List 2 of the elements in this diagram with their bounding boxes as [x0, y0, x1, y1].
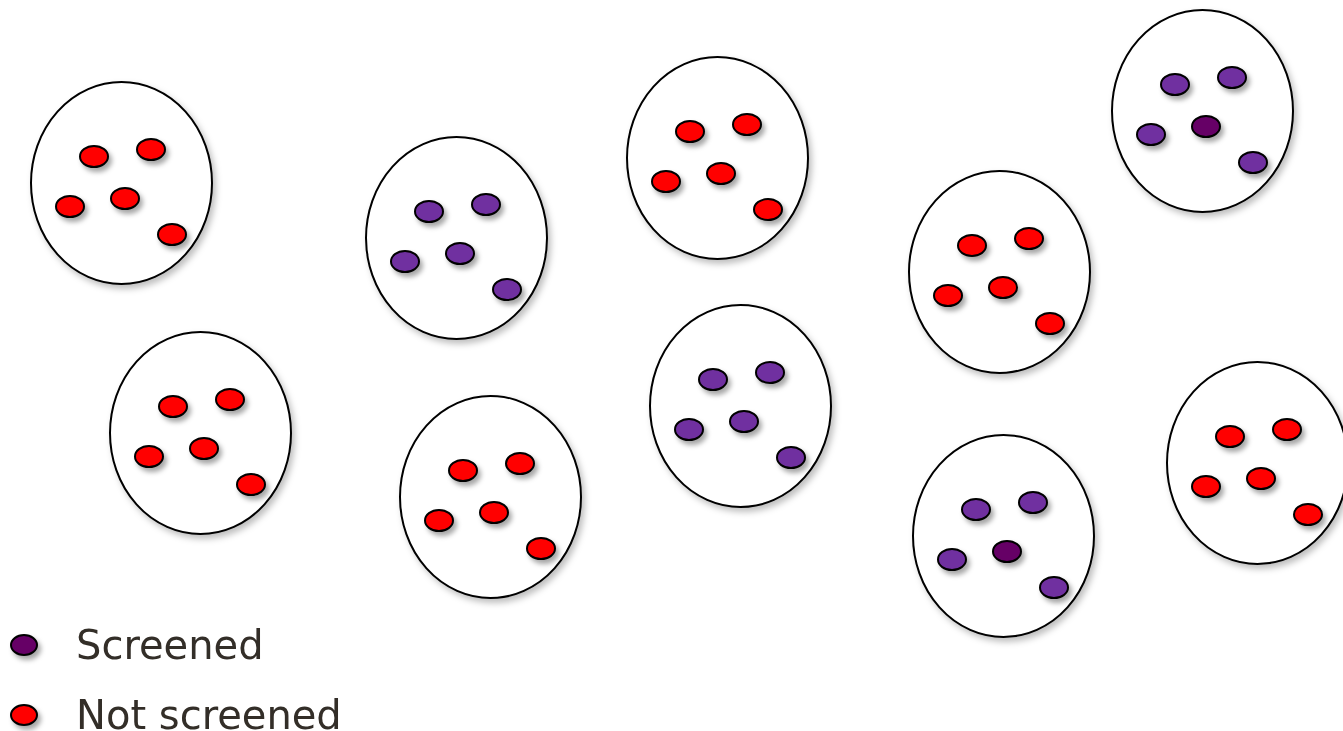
- legend-label: Not screened: [76, 692, 342, 731]
- legend-label: Screened: [76, 622, 264, 668]
